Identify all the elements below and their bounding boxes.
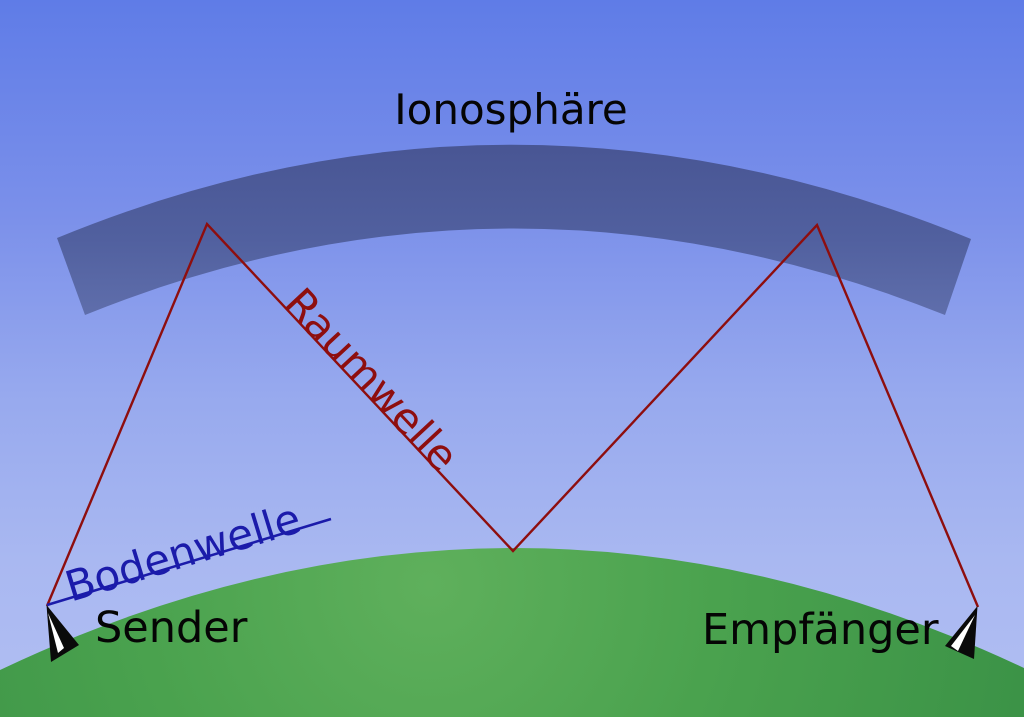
- ionosphere-band: [57, 144, 971, 315]
- groundwave-path-line: [46, 517, 332, 607]
- ground-hill: [0, 547, 1024, 717]
- transmitter-label: Sender: [95, 603, 248, 653]
- receiver-antenna-icon: [945, 606, 978, 659]
- receiver-label: Empfänger: [702, 605, 939, 655]
- skywave-path-line: [45, 221, 980, 608]
- transmitter-antenna-icon: [46, 605, 79, 662]
- ionosphere-label: Ionosphäre: [394, 85, 628, 134]
